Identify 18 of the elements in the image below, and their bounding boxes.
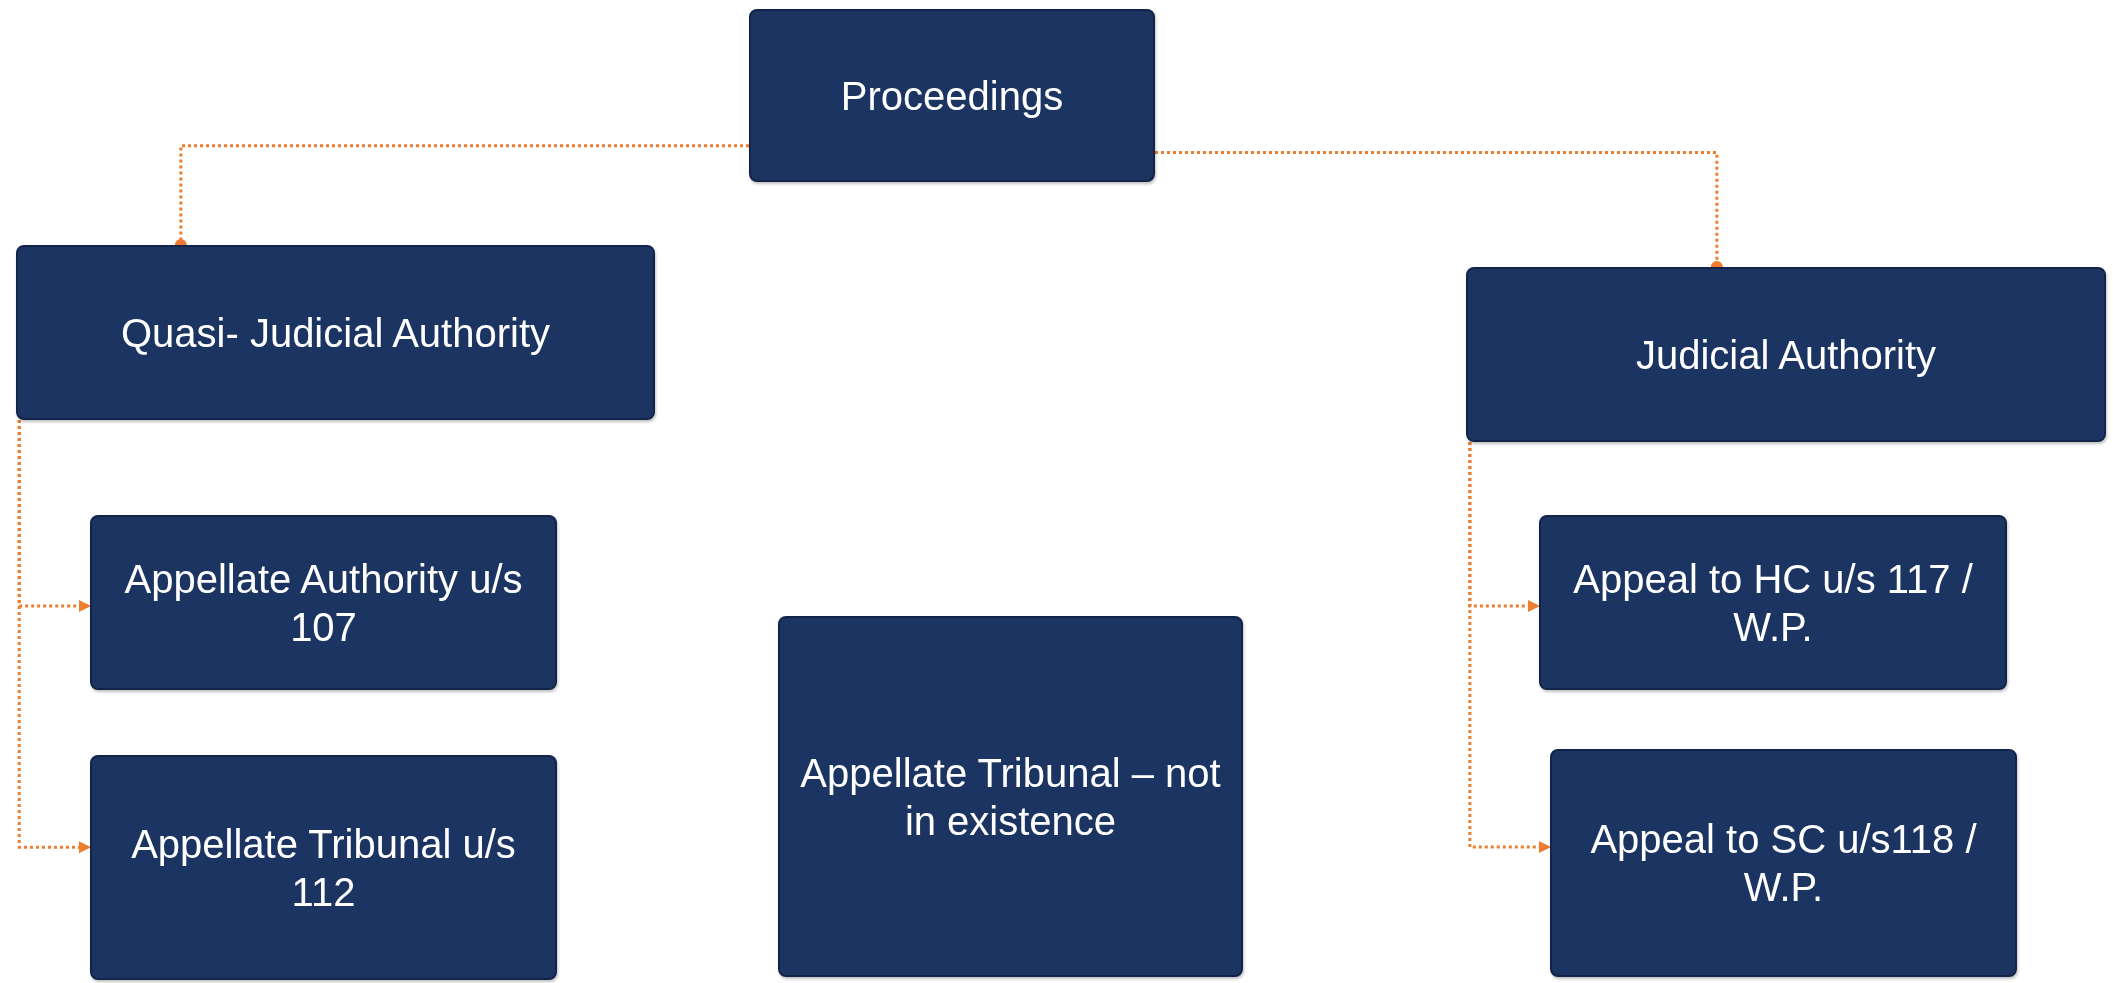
box-label: Appellate Authority u/s 107 — [123, 555, 524, 651]
process-box — [778, 616, 1243, 977]
box-label: Proceedings — [840, 72, 1064, 120]
process-box — [16, 245, 655, 420]
connector-arrow — [1468, 442, 1551, 854]
process-box — [90, 515, 557, 690]
process-box — [90, 755, 557, 980]
box-label: Quasi- Judicial Authority — [120, 309, 551, 357]
box-label: Appellate Tribunal u/s 112 — [130, 820, 517, 916]
box-label: Judicial Authority — [1635, 331, 1937, 379]
process-box — [1539, 515, 2007, 690]
connector-arrow — [17, 420, 91, 854]
process-box — [749, 9, 1155, 182]
box-label: Appeal to SC u/s118 / W.P. — [1589, 816, 1978, 911]
box-label: Appeal to HC u/s 117 / W.P. — [1572, 555, 1974, 651]
process-box — [1466, 267, 2106, 442]
process-box — [1550, 749, 2017, 977]
box-label: Appellate Tribunal – not in existence — [799, 749, 1222, 845]
